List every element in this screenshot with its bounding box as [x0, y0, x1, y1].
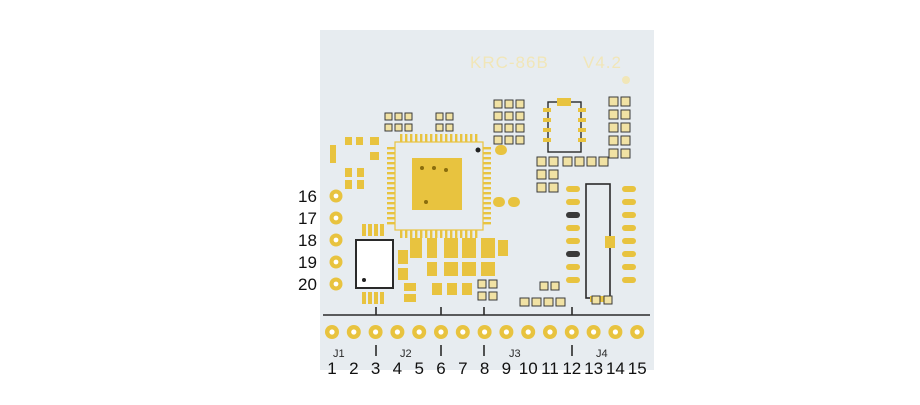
capacitor-cluster-mid	[536, 156, 609, 193]
bottom-pin-number: 14	[606, 359, 625, 378]
side-pin-number: 19	[298, 253, 317, 272]
pcb-board	[320, 30, 654, 370]
bottom-pin-number: 2	[349, 359, 358, 378]
bottom-pin-number: 13	[584, 359, 603, 378]
connector-label-j3: J3	[509, 348, 521, 360]
bottom-header	[325, 325, 645, 339]
capacitor-cluster-right	[608, 96, 631, 159]
bottom-pin-number: 11	[541, 359, 559, 378]
qfn-chip	[355, 224, 394, 304]
lower-components	[398, 238, 508, 302]
bottom-pin-number: 7	[458, 359, 467, 378]
oval-pads	[493, 145, 520, 207]
bottom-pin-number: 6	[436, 359, 445, 378]
bottom-pin-number: 3	[371, 359, 380, 378]
dip-ic	[566, 183, 636, 302]
connector-divider-ticks	[375, 307, 573, 356]
side-pin-number: 20	[298, 275, 317, 294]
bottom-pin-number: 4	[393, 359, 402, 378]
side-pin-number: 17	[298, 209, 317, 228]
soic-chip	[543, 98, 586, 153]
connector-label-j1: J1	[333, 348, 345, 360]
bottom-pin-number: 10	[519, 359, 538, 378]
resistor-array-top	[493, 99, 525, 145]
bottom-pin-number: 1	[327, 359, 336, 378]
mcu-chip	[387, 134, 491, 238]
side-pin-number: 18	[298, 231, 317, 250]
connector-label-j2: J2	[400, 348, 412, 360]
bottom-pin-number: 15	[628, 359, 647, 378]
side-pin-number: 16	[298, 187, 317, 206]
bottom-pin-number: 8	[480, 359, 489, 378]
top-resistor-group	[384, 112, 454, 132]
bottom-pin-number: 9	[502, 359, 511, 378]
side-header	[329, 189, 343, 291]
bottom-pin-number: 5	[414, 359, 423, 378]
board-version-label: V4.2	[583, 53, 622, 72]
side-pin-numbers: 16 17 18 19 20	[298, 187, 317, 294]
transistor-pads	[477, 279, 613, 307]
board-model-label: KRC-86B	[470, 53, 549, 72]
left-capacitors	[330, 137, 379, 189]
connector-label-j4: J4	[596, 348, 608, 360]
fiducial-mark	[622, 76, 630, 84]
bottom-pin-number: 12	[562, 359, 581, 378]
